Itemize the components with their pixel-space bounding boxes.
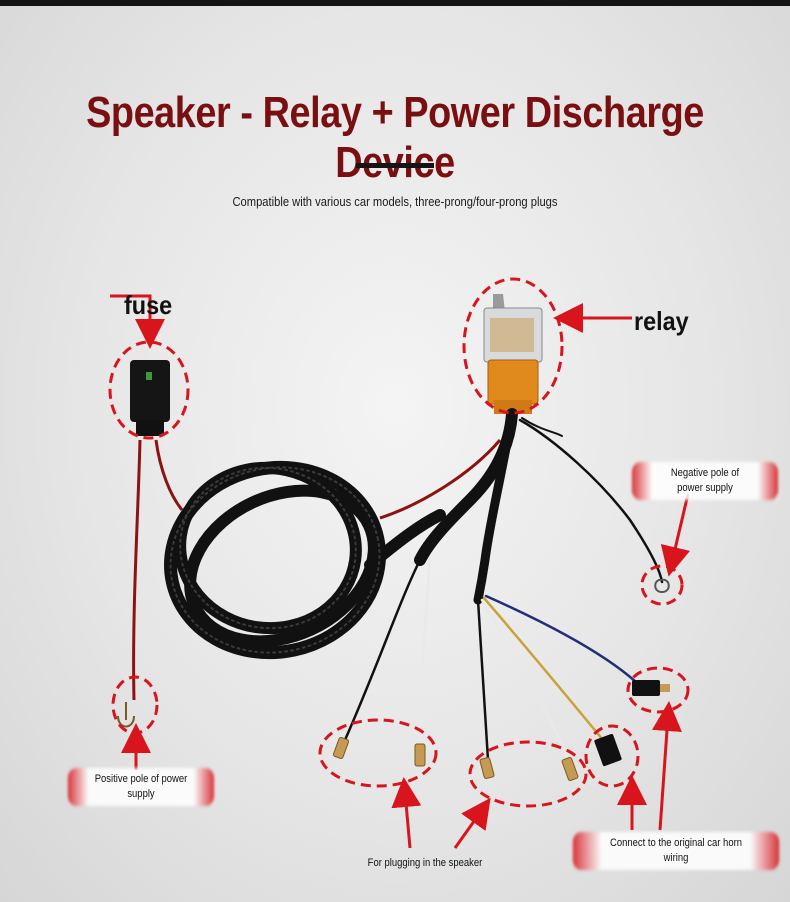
fuse-red-wires (132, 439, 502, 701)
top-bar (0, 0, 790, 6)
page-title: Speaker - Relay + Power Discharge Device (86, 88, 704, 187)
negative-pole-label: Negative pole of power supply (631, 462, 779, 500)
speaker-label: For plugging in the speaker (367, 857, 483, 869)
corrugated-loom-coil (164, 460, 446, 660)
page-subtitle: Compatible with various car models, thre… (232, 194, 558, 209)
branch-wires (343, 558, 638, 762)
spade-terminals (117, 578, 670, 781)
fuse-label: fuse (124, 290, 173, 320)
title-divider (356, 163, 434, 168)
relay-label: relay (634, 306, 689, 336)
fuse-holder (130, 360, 170, 436)
harness-trunk (414, 408, 664, 605)
annotation-arrows (110, 294, 691, 849)
relay (483, 294, 543, 414)
horn-wiring-label: Connect to the original car horn wiring (572, 832, 780, 870)
horn-connectors (594, 680, 670, 767)
positive-pole-label: Positive pole of power supply (67, 768, 215, 806)
